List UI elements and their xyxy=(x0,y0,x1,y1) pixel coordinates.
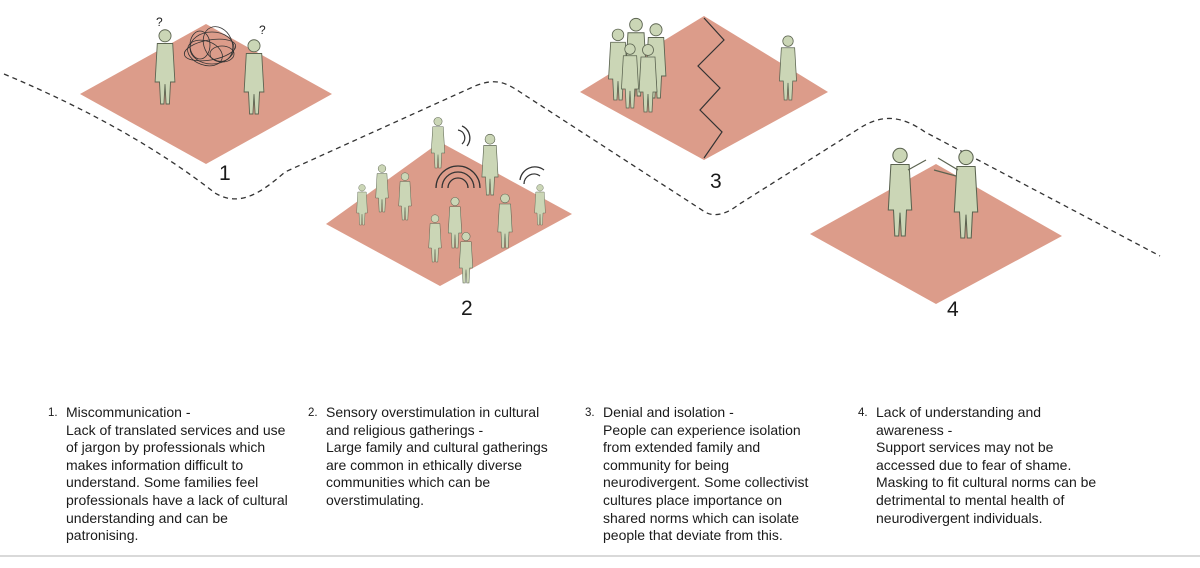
caption-1: 1. Miscommunication - Lack of translated… xyxy=(48,404,298,545)
caption-text: Lack of translated services and use of j… xyxy=(66,421,288,544)
scene-4-floor xyxy=(810,164,1062,304)
scene-number: 2 xyxy=(461,297,473,320)
illustration-canvas: ? ? 1 2 xyxy=(3,15,1161,321)
scene-1-floor xyxy=(80,24,332,164)
bottom-divider xyxy=(0,555,1200,557)
scene-3-floor xyxy=(580,16,828,160)
scene-2: 2 xyxy=(326,117,572,320)
caption-text: Large family and cultural gatherings are… xyxy=(326,439,548,508)
scene-number: 4 xyxy=(947,298,959,321)
caption-title: Miscommunication - xyxy=(66,404,191,420)
sound-waves-icon xyxy=(435,125,545,189)
caption-index: 1. xyxy=(48,407,58,419)
caption-title: Lack of understanding and awareness - xyxy=(876,404,1042,438)
scene-1: ? ? 1 xyxy=(80,15,332,185)
question-mark-right: ? xyxy=(259,23,266,37)
caption-index: 2. xyxy=(308,407,318,419)
journey-path xyxy=(3,73,1161,257)
tangled-speech-scribble xyxy=(183,26,237,67)
scene-number: 1 xyxy=(219,162,231,185)
divide-crack xyxy=(697,17,725,159)
scene-number: 3 xyxy=(710,170,722,193)
caption-3: 3. Denial and isolation - People can exp… xyxy=(585,404,815,545)
scene-3: 3 xyxy=(580,16,828,193)
caption-title: Denial and isolation - xyxy=(603,404,734,420)
caption-4: 4. Lack of understanding and awareness -… xyxy=(858,404,1108,527)
caption-index: 4. xyxy=(858,407,868,419)
caption-text: People can experience isolation from ext… xyxy=(603,421,809,544)
gesture-hands xyxy=(907,157,959,177)
scene-2-floor xyxy=(326,142,572,286)
caption-index: 3. xyxy=(585,407,595,419)
caption-text: Support services may not be accessed due… xyxy=(876,439,1097,526)
caption-2: 2. Sensory overstimulation in cultural a… xyxy=(308,404,558,510)
question-mark-left: ? xyxy=(156,15,163,29)
scene-4: 4 xyxy=(810,147,1062,321)
caption-title: Sensory overstimulation in cultural and … xyxy=(326,404,540,438)
